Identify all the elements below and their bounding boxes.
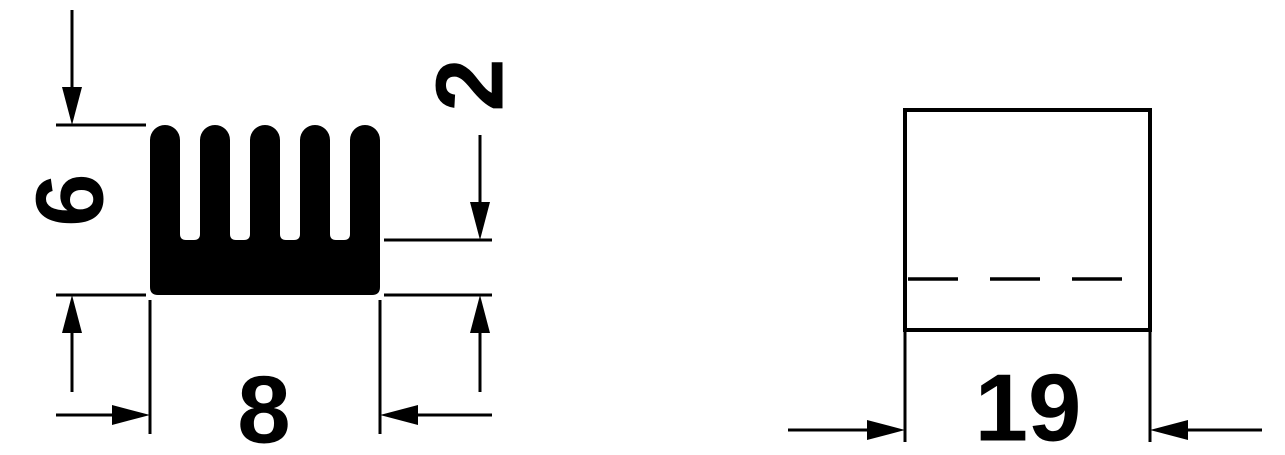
dim-width-label: 8 (237, 357, 290, 455)
dim-base-label: 2 (417, 58, 524, 111)
dim-height-arrow-down-icon (62, 87, 82, 125)
dim-height-arrow-up-icon (62, 295, 82, 333)
dim-width-arrow-left-icon (380, 405, 418, 425)
side-view: 19 (788, 108, 1262, 455)
dim-width-arrow-right-icon (112, 405, 150, 425)
dim-height-label: 6 (17, 173, 124, 226)
dim-length-arrow-right-icon (867, 420, 905, 440)
front-view: 6 2 8 (17, 10, 524, 455)
dimension-length: 19 (788, 355, 1262, 455)
dim-length-label: 19 (975, 355, 1082, 455)
dim-base-arrow-down-icon (470, 202, 490, 240)
dim-length-arrow-left-icon (1150, 420, 1188, 440)
dimension-width: 8 (56, 357, 492, 455)
dimension-base-thickness: 2 (417, 58, 524, 392)
heatsink-profile-shape (150, 125, 380, 295)
side-view-body-outline (903, 108, 1152, 332)
dimension-height: 6 (17, 10, 124, 392)
dim-base-arrow-up-icon (470, 295, 490, 333)
